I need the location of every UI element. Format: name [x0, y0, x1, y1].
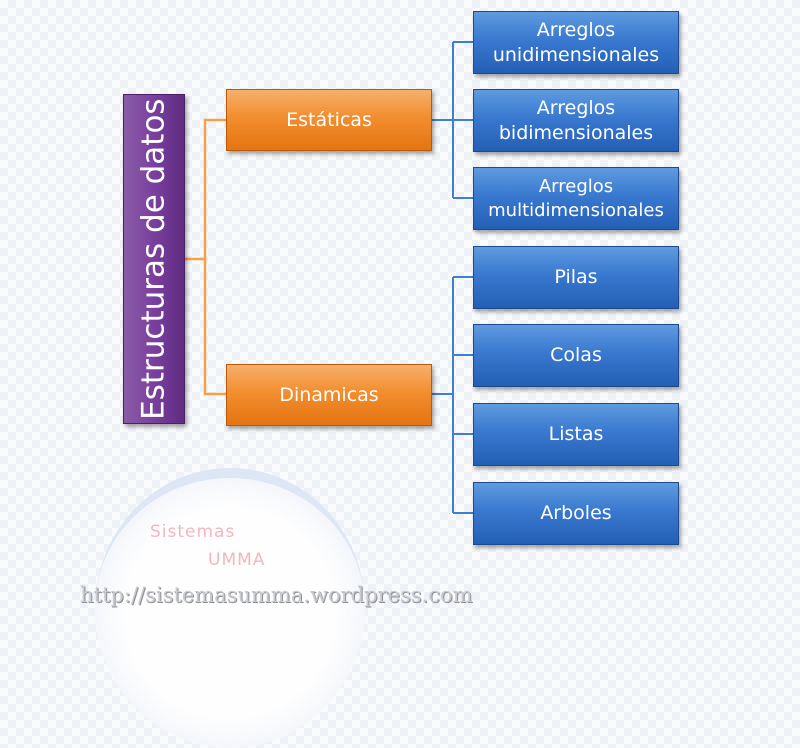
- watermark-text-umma: UMMA: [208, 550, 266, 570]
- branch-node-label: Dinamicas: [279, 383, 379, 406]
- watermark-url: http://sistemasumma.wordpress.com: [80, 583, 473, 607]
- connector-root-to-dinamicas: [203, 259, 226, 396]
- branch-node-label: Estáticas: [286, 108, 372, 131]
- leaf-node-arreglos-unidimensionales: Arreglos unidimensionales: [473, 11, 679, 74]
- leaf-node-pilas: Pilas: [473, 246, 679, 309]
- leaf-node-arreglos-multidimensionales: Arreglos multidimensionales: [473, 167, 679, 230]
- leaf-node-label: Arreglos bidimensionales: [498, 96, 654, 144]
- connector-dinamicas-children: [432, 276, 473, 514]
- leaf-node-colas: Colas: [473, 324, 679, 387]
- leaf-node-label: Listas: [548, 423, 604, 446]
- leaf-node-label: Colas: [550, 344, 602, 367]
- branch-node-dinamicas: Dinamicas: [226, 364, 432, 426]
- watermark-text-sistemas: Sistemas: [150, 522, 236, 542]
- root-node-label: Estructuras de datos: [135, 98, 172, 420]
- connector-root-to-estaticas: [185, 118, 226, 261]
- leaf-node-arreglos-bidimensionales: Arreglos bidimensionales: [473, 89, 679, 152]
- branch-node-estaticas: Estáticas: [226, 89, 432, 151]
- leaf-node-label: Arboles: [540, 502, 612, 525]
- leaf-node-arboles: Arboles: [473, 482, 679, 545]
- leaf-node-label: Arreglos unidimensionales: [492, 18, 660, 66]
- connector-lines: [185, 41, 473, 514]
- connector-estaticas-children: [432, 41, 473, 199]
- root-node-estructuras-de-datos: Estructuras de datos: [123, 94, 185, 424]
- leaf-node-label: Pilas: [554, 266, 598, 289]
- leaf-node-label: Arreglos multidimensionales: [488, 176, 664, 221]
- leaf-node-listas: Listas: [473, 403, 679, 466]
